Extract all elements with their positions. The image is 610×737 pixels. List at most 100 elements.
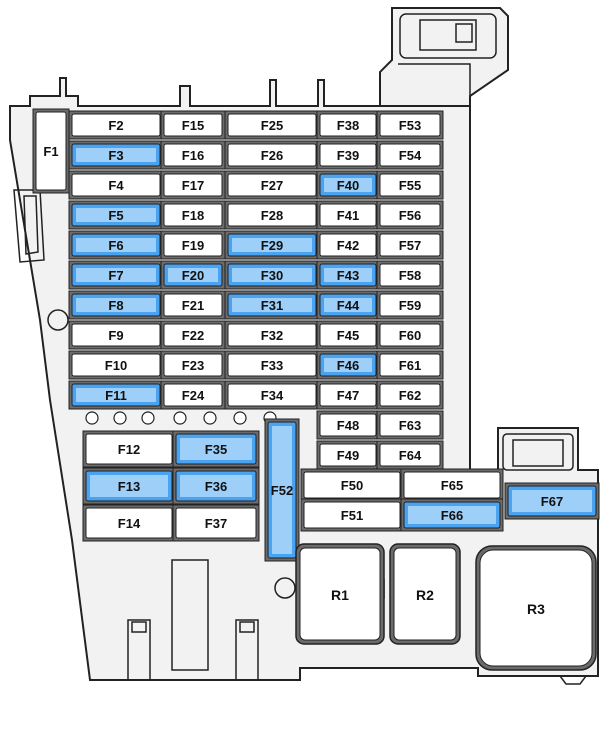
fuse-f28: F28 [224, 200, 320, 230]
fuse-body [71, 323, 161, 347]
fuse-f18: F18 [160, 200, 226, 230]
fuse-label: F3 [108, 148, 123, 163]
fuse-body [379, 173, 441, 197]
fuse-f22: F22 [160, 320, 226, 350]
relay-r1: R1 [295, 543, 385, 645]
fuse-f36: F36 [172, 467, 260, 505]
fuse-f3: F3 [68, 140, 164, 170]
fuse-label: F27 [261, 178, 283, 193]
fuse-body [85, 433, 173, 465]
fuse-body [175, 507, 257, 539]
fuse-highlight-inner [408, 506, 496, 524]
fuse-body [379, 203, 441, 227]
fuse-label: F45 [337, 328, 359, 343]
fuse-label: F40 [337, 178, 359, 193]
fuse-label: F11 [105, 388, 127, 403]
fuse-label: F61 [399, 358, 421, 373]
fuse-f4: F4 [68, 170, 164, 200]
fuse-highlight-inner [76, 298, 156, 312]
fuse-label: F14 [118, 516, 141, 531]
fuse-label: F47 [337, 388, 359, 403]
fuse-highlight-inner [232, 298, 312, 312]
fuse-label: F2 [108, 118, 123, 133]
fuse-body [35, 111, 67, 191]
fuse-f10: F10 [68, 350, 164, 380]
connector-detail [398, 13, 574, 471]
fuse-f57: F57 [376, 230, 444, 260]
fuse-f14: F14 [82, 504, 176, 542]
fuse-highlight-inner [512, 490, 592, 512]
fuse-f66: F66 [400, 498, 504, 532]
fuse-body [227, 323, 317, 347]
fuse-f38: F38 [316, 110, 380, 140]
fuse-f53: F53 [376, 110, 444, 140]
fuse-body [379, 143, 441, 167]
fuse-label: F51 [341, 508, 363, 523]
fuse-label: F7 [108, 268, 123, 283]
fuse-f15: F15 [160, 110, 226, 140]
fuse-f1: F1 [32, 108, 70, 194]
fuse-f41: F41 [316, 200, 380, 230]
fuse-label: F31 [261, 298, 283, 313]
fuse-f63: F63 [376, 410, 444, 440]
fuse-f65: F65 [400, 468, 504, 502]
fuse-label: F33 [261, 358, 283, 373]
fuse-f64: F64 [376, 440, 444, 470]
fuse-f32: F32 [224, 320, 320, 350]
fuse-label: F26 [261, 148, 283, 163]
fuse-body [163, 143, 223, 167]
fuse-label: F6 [108, 238, 123, 253]
fuse-f67: F67 [504, 482, 600, 520]
fuse-label: F58 [399, 268, 421, 283]
fuse-body [71, 173, 161, 197]
fuse-label: F52 [271, 483, 293, 498]
fuse-body [379, 323, 441, 347]
fuse-label: F19 [182, 238, 204, 253]
fuse-highlight-inner [180, 438, 252, 460]
fuse-body [303, 501, 401, 529]
fuse-body [163, 383, 223, 407]
fuse-f56: F56 [376, 200, 444, 230]
fuse-label: F8 [108, 298, 123, 313]
fuse-label: F34 [261, 388, 284, 403]
relay-label: R1 [331, 587, 349, 603]
fuse-f11: F11 [68, 380, 164, 410]
fuse-label: F18 [182, 208, 204, 223]
fuse-label: F17 [182, 178, 204, 193]
fuse-label: F22 [182, 328, 204, 343]
fuse-body [319, 113, 377, 137]
fuse-f62: F62 [376, 380, 444, 410]
fuse-f16: F16 [160, 140, 226, 170]
fuse-body [71, 353, 161, 377]
fuse-label: F15 [182, 118, 204, 133]
fuse-label: F38 [337, 118, 359, 133]
fuse-f23: F23 [160, 350, 226, 380]
fuse-label: F35 [205, 442, 227, 457]
fuse-label: F20 [182, 268, 204, 283]
fuse-f26: F26 [224, 140, 320, 170]
fuse-label: F65 [441, 478, 463, 493]
relay-label: R3 [527, 601, 545, 617]
fuse-body [379, 413, 441, 437]
fuse-f9: F9 [68, 320, 164, 350]
fuse-highlight-inner [76, 238, 156, 252]
relay-label: R2 [416, 587, 434, 603]
fuse-f59: F59 [376, 290, 444, 320]
fuse-f58: F58 [376, 260, 444, 290]
fuse-body [319, 323, 377, 347]
fuse-f51: F51 [300, 498, 404, 532]
fuse-label: F55 [399, 178, 421, 193]
fuse-label: F41 [337, 208, 359, 223]
fuse-f46: F46 [316, 350, 380, 380]
fuse-f44: F44 [316, 290, 380, 320]
fuse-body [163, 353, 223, 377]
fuse-label: F67 [541, 494, 563, 509]
fuse-f7: F7 [68, 260, 164, 290]
fuse-body [379, 383, 441, 407]
fuse-f35: F35 [172, 430, 260, 468]
fuse-f45: F45 [316, 320, 380, 350]
fuse-label: F63 [399, 418, 421, 433]
relay-body [479, 549, 593, 667]
